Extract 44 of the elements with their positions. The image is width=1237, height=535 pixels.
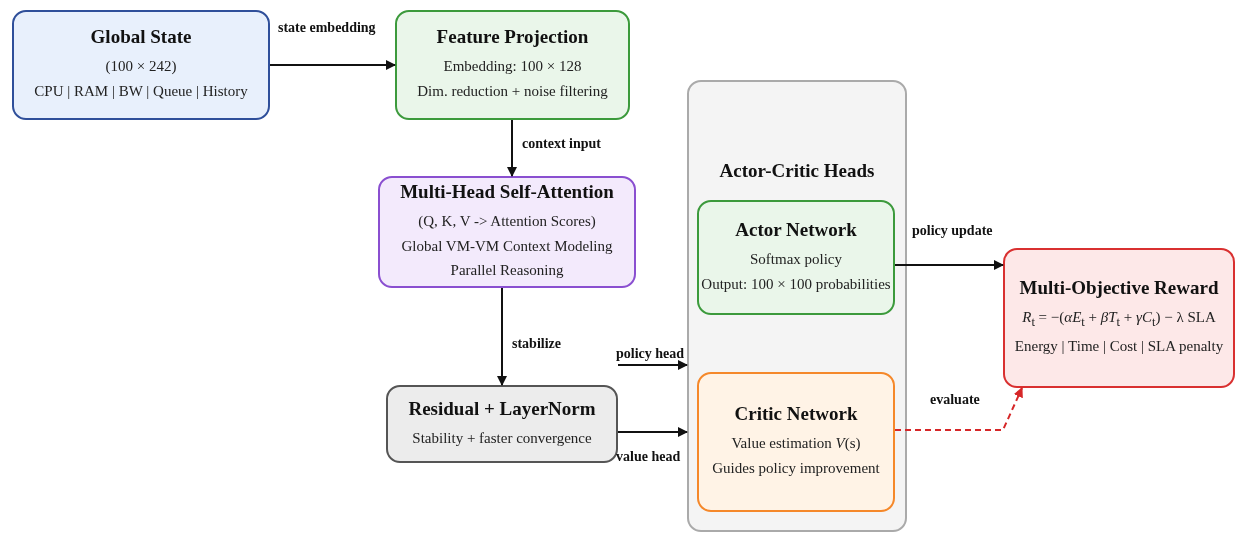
arrow — [894, 260, 1004, 270]
edge-label: value head — [616, 449, 681, 465]
arrow — [497, 287, 507, 386]
node-text: R$_{t}$ = −(αE$_{t}$ + βT$_{t}$ + γC$_{t}$) − λ SLA — [1022, 308, 1216, 331]
node-title: Multi-Objective Reward — [1019, 277, 1219, 300]
process-box — [378, 176, 636, 288]
node-title: Critic Network — [734, 403, 858, 426]
arrow — [617, 360, 688, 370]
edge-label: stabilize — [512, 336, 561, 352]
node-text: Guides policy improvement — [712, 459, 880, 478]
arrow — [269, 60, 396, 70]
arrow — [507, 119, 517, 177]
process-box — [697, 372, 895, 512]
node-text: Energy | Time | Cost | SLA penalty — [1014, 336, 1224, 356]
node-text: Value estimation V(s) — [731, 434, 861, 453]
group-panel — [687, 80, 907, 532]
arrow — [617, 427, 688, 437]
node-text: Global VM-VM Context Modeling — [401, 236, 613, 256]
edge-label: state embedding — [278, 20, 376, 36]
node-text: Embedding: 100 × 128 — [443, 57, 582, 76]
node-text: Dim. reduction + noise filtering — [417, 82, 608, 101]
process-box — [12, 10, 270, 120]
node-text: (Q, K, V -> Attention Scores) — [418, 211, 596, 231]
node-title: Residual + LayerNorm — [408, 397, 596, 420]
node-text: Stability + faster convergence — [412, 428, 592, 448]
node-title: Actor-Critic Heads — [719, 160, 875, 182]
process-box — [697, 200, 895, 315]
edge-label: evaluate — [930, 392, 980, 408]
process-box — [395, 10, 630, 120]
node-title: Global State — [90, 26, 192, 49]
node-text: Output: 100 × 100 probabilities — [701, 274, 891, 294]
process-box — [1003, 248, 1235, 388]
node-text: CPU | RAM | BW | Queue | History — [34, 82, 248, 101]
node-title: Actor Network — [735, 218, 857, 241]
node-title: Multi-Head Self-Attention — [400, 180, 614, 203]
node-text: Softmax policy — [749, 249, 843, 269]
edge-label: policy head — [616, 346, 685, 362]
node-text: Parallel Reasoning — [450, 261, 564, 281]
arrow — [894, 387, 1023, 431]
node-title: Feature Projection — [436, 26, 589, 49]
edge-label: policy update — [912, 223, 993, 239]
node-text: (100 × 242) — [105, 57, 177, 76]
edge-label: context input — [522, 136, 601, 152]
process-box — [386, 385, 618, 463]
